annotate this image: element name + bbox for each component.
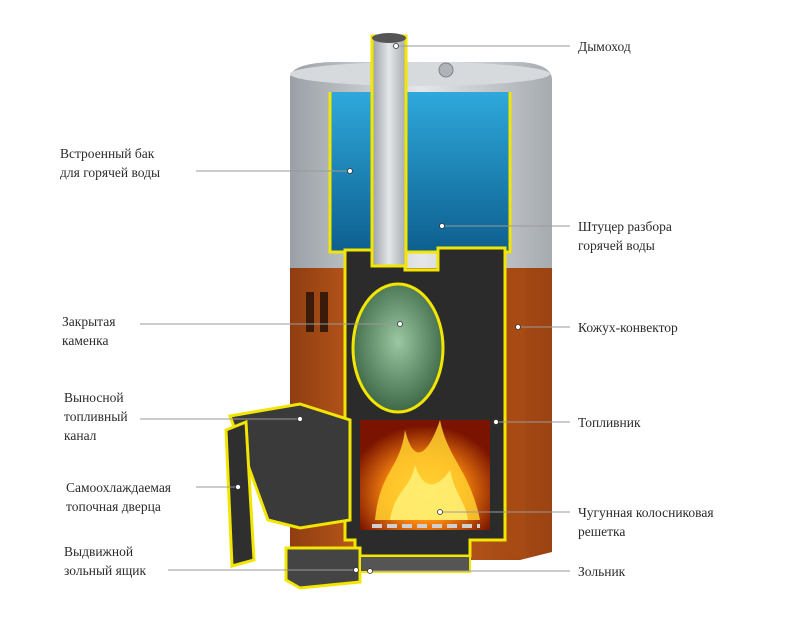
label-ash-drawer: Выдвижной зольный ящик bbox=[64, 544, 147, 578]
firebox-cutaway bbox=[343, 246, 507, 558]
vent-slots bbox=[306, 292, 328, 332]
label-cast-iron-grate: Чугунная колосниковая решетка bbox=[578, 505, 714, 539]
label-fuel-channel: Выносной топливный канал bbox=[64, 390, 128, 443]
label-hot-water-tank: Встроенный бак для горячей воды bbox=[60, 146, 161, 180]
firebox-door bbox=[224, 419, 256, 568]
label-water-fitting: Штуцер разбора горячей воды bbox=[578, 219, 672, 253]
water-tank-body bbox=[290, 62, 552, 268]
ash-drawer bbox=[284, 546, 362, 590]
leader-lines bbox=[140, 45, 570, 572]
label-closed-stones: Закрытая каменка bbox=[62, 314, 116, 348]
closed-stones bbox=[351, 282, 445, 414]
label-ash-pit: Зольник bbox=[578, 564, 626, 579]
label-convector-casing: Кожух-конвектор bbox=[578, 320, 678, 335]
leader-dots bbox=[235, 43, 521, 574]
hot-water bbox=[330, 92, 510, 252]
label-firebox-door: Самоохлаждаемая топочная дверца bbox=[66, 480, 172, 514]
chimney-pipe bbox=[370, 33, 408, 268]
label-chimney: Дымоход bbox=[578, 39, 631, 54]
label-firebox: Топливник bbox=[578, 415, 641, 430]
ash-pit bbox=[359, 555, 471, 573]
fuel-channel bbox=[224, 402, 471, 590]
